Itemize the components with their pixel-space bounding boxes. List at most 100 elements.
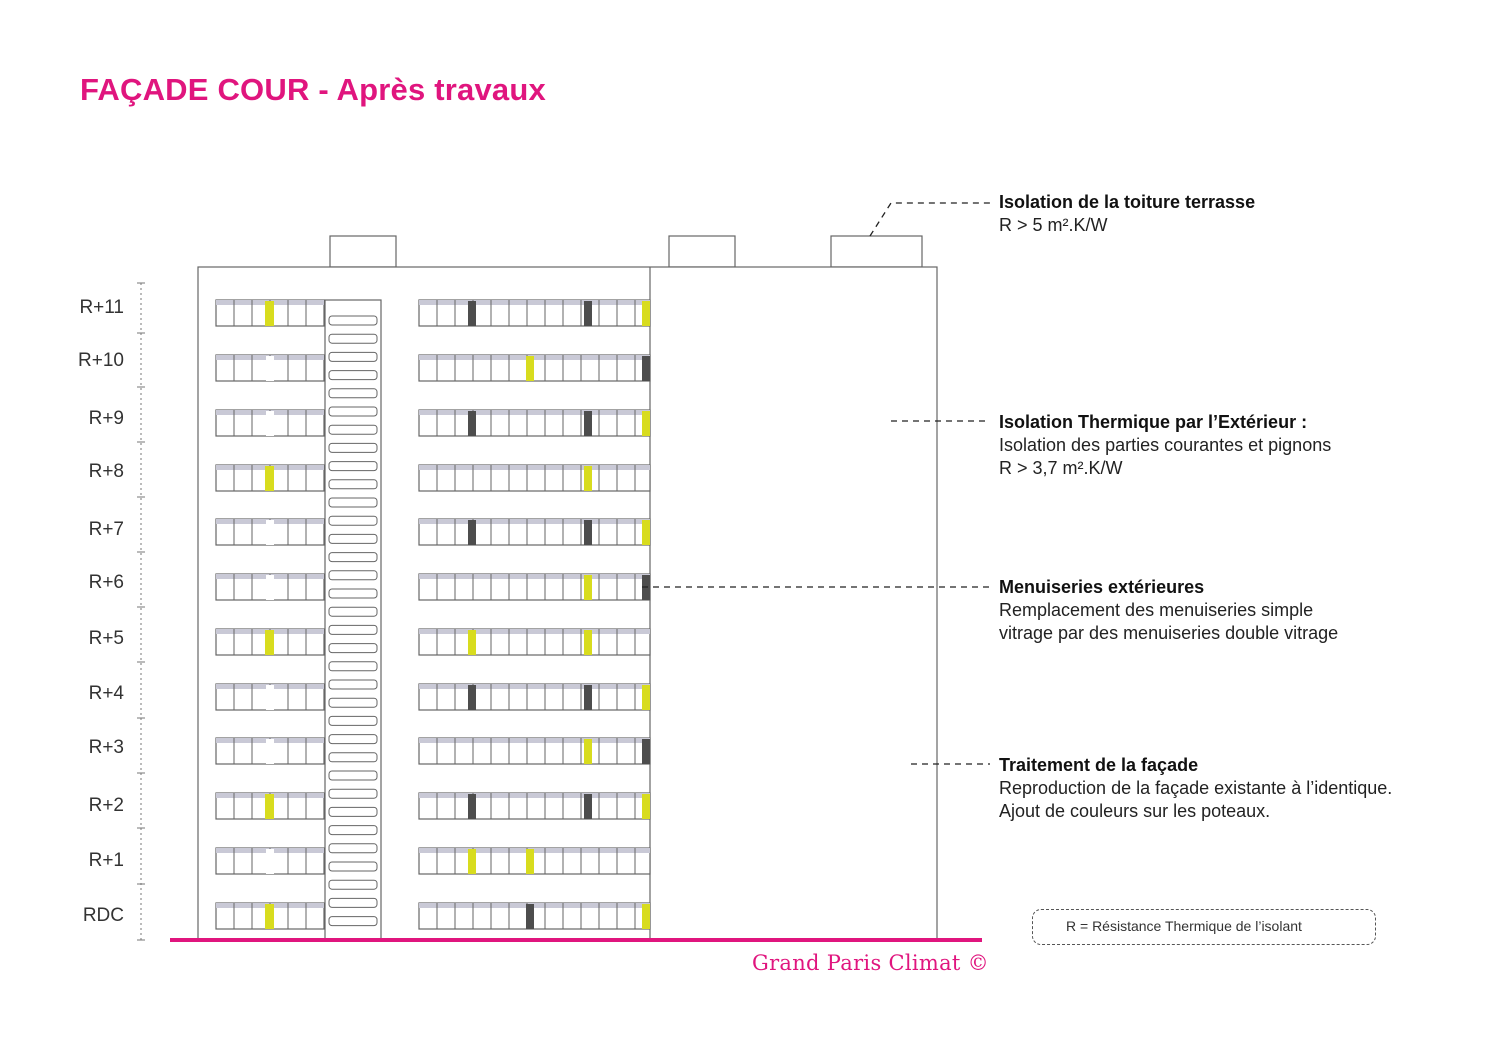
stair-slat — [328, 679, 378, 690]
leader-roof — [869, 202, 990, 237]
stair-slat — [328, 697, 378, 708]
stair-slat — [328, 879, 378, 890]
colored-post — [642, 739, 650, 764]
stair-slat — [328, 552, 378, 563]
stair-slat — [328, 388, 378, 399]
colored-post — [468, 301, 476, 326]
window-head — [419, 629, 650, 634]
annotation-exterior-insulation: Isolation Thermique par l’Extérieur : Is… — [999, 411, 1331, 480]
colored-post — [584, 630, 592, 655]
colored-post — [266, 739, 274, 764]
stair-slat — [328, 442, 378, 453]
stair-slat — [328, 916, 378, 927]
stair-slat — [328, 461, 378, 472]
annotation-line: Isolation des parties courantes et pigno… — [999, 435, 1332, 455]
floor-label: R+8 — [89, 461, 124, 482]
annotation-facade-treatment: Traitement de la façade Reproduction de … — [999, 754, 1392, 823]
stair-slat — [328, 424, 378, 435]
floor-label: R+3 — [89, 737, 124, 758]
window-head — [419, 848, 650, 853]
floor-label: R+6 — [89, 572, 124, 593]
floor-label: R+4 — [89, 683, 125, 704]
colored-post — [266, 849, 274, 874]
window-head — [419, 410, 650, 415]
window-head — [419, 793, 650, 798]
colored-post — [526, 849, 534, 874]
colored-post — [584, 301, 592, 326]
stair-slat — [328, 606, 378, 617]
colored-post — [468, 685, 476, 710]
colored-post — [265, 630, 274, 655]
floor-label: RDC — [83, 905, 124, 926]
colored-post — [584, 466, 592, 491]
stair-slat — [328, 515, 378, 526]
annotation-roof-insulation: Isolation de la toiture terrasse R > 5 m… — [999, 191, 1255, 237]
stair-slat — [328, 843, 378, 854]
credit: Grand Paris Climat © — [752, 951, 989, 975]
window-head — [419, 903, 650, 908]
annotation-line: vitrage par des menuiseries double vitra… — [999, 623, 1339, 643]
annotation-line: R > 3,7 m².K/W — [999, 458, 1123, 478]
colored-post — [584, 794, 592, 819]
colored-post — [265, 466, 274, 491]
window-head — [419, 574, 650, 579]
floor-label: R+7 — [89, 519, 124, 540]
annotation-line: R > 5 m².K/W — [999, 215, 1108, 235]
stair-slat — [328, 861, 378, 872]
legend-box: R = Résistance Thermique de l’isolant — [1032, 909, 1376, 945]
colored-post — [265, 301, 274, 326]
colored-post — [468, 630, 476, 655]
annotation-heading: Isolation de la toiture terrasse — [999, 192, 1256, 212]
colored-post — [266, 520, 274, 545]
floor-label: R+2 — [89, 795, 124, 816]
stair-slat — [328, 806, 378, 817]
stair-slat — [328, 788, 378, 799]
colored-post — [266, 575, 274, 600]
stair-slat — [328, 643, 378, 654]
colored-post — [642, 356, 650, 381]
stair-slat — [328, 715, 378, 726]
stair-slat — [328, 570, 378, 581]
stair-slat — [328, 315, 378, 326]
stair-slat — [328, 351, 378, 362]
window-head — [419, 738, 650, 743]
stair-slat — [328, 497, 378, 508]
stair-slat — [328, 734, 378, 745]
annotation-line: Remplacement des menuiseries simple — [999, 600, 1314, 620]
colored-post — [266, 356, 274, 381]
stair-slat — [328, 752, 378, 763]
stair-slat — [328, 624, 378, 635]
window-head — [419, 684, 650, 689]
colored-post — [642, 794, 650, 819]
floor-label: R+5 — [89, 628, 124, 649]
annotation-line: Ajout de couleurs sur les poteaux. — [999, 801, 1271, 821]
window-head — [419, 355, 650, 360]
colored-post — [642, 685, 650, 710]
colored-post — [468, 520, 476, 545]
stair-slat — [328, 661, 378, 672]
window-head — [419, 300, 650, 305]
colored-post — [584, 575, 592, 600]
annotation-heading: Menuiseries extérieures — [999, 577, 1205, 597]
annotation-exterior-joinery: Menuiseries extérieures Remplacement des… — [999, 576, 1338, 645]
colored-post — [265, 904, 274, 929]
colored-post — [526, 904, 534, 929]
floor-label: R+11 — [79, 297, 124, 318]
stair-slat — [328, 770, 378, 781]
colored-post — [468, 794, 476, 819]
roof-box — [830, 235, 923, 268]
floor-label: R+10 — [78, 350, 124, 371]
floor-label: R+9 — [89, 408, 124, 429]
stair-slat — [328, 406, 378, 417]
page-title: FAÇADE COUR - Après travaux — [80, 72, 546, 107]
annotation-heading: Traitement de la façade — [999, 755, 1199, 775]
colored-post — [584, 739, 592, 764]
colored-post — [266, 685, 274, 710]
colored-post — [584, 685, 592, 710]
annotation-heading: Isolation Thermique par l’Extérieur : — [999, 412, 1308, 432]
window-head — [419, 519, 650, 524]
stair-slat — [328, 825, 378, 836]
stair-slat — [328, 370, 378, 381]
colored-post — [584, 411, 592, 436]
